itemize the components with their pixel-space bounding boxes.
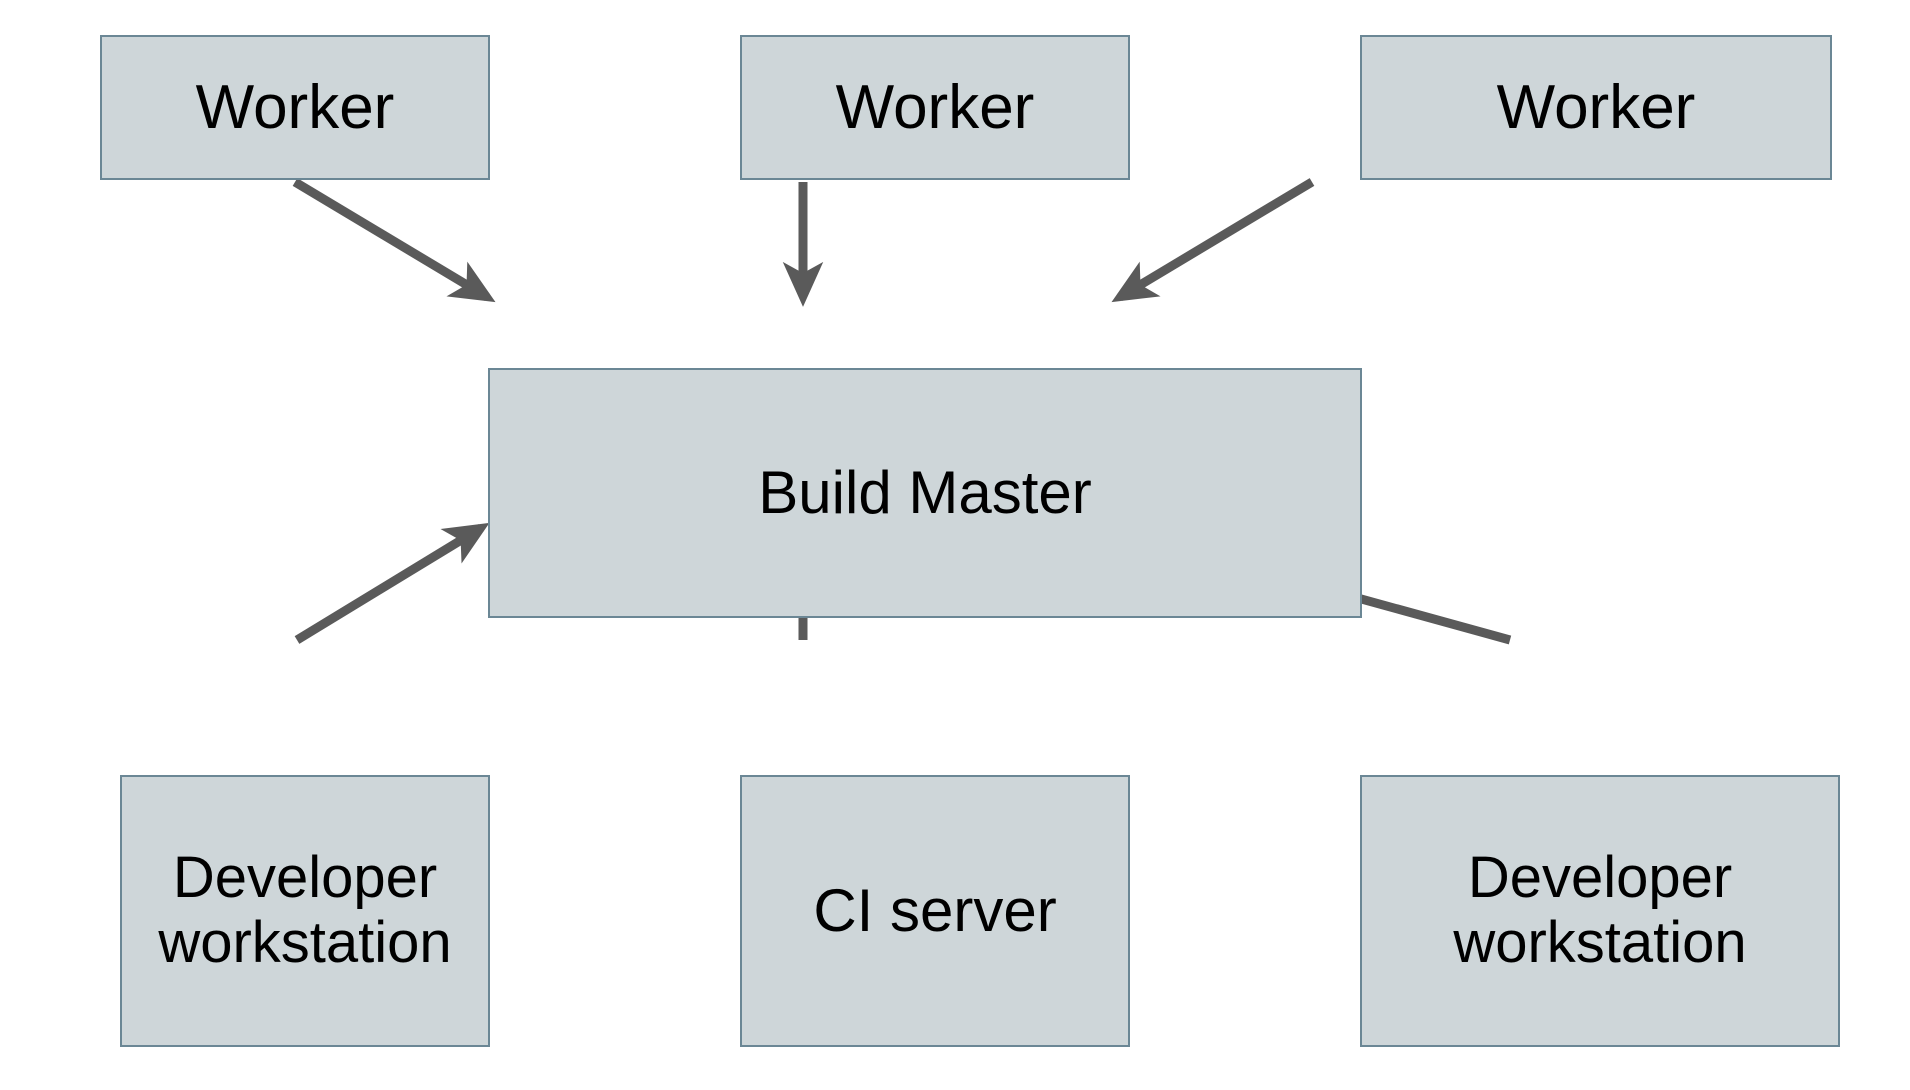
node-build-master[interactable]: Build Master: [488, 368, 1362, 618]
node-label: Worker: [835, 72, 1035, 142]
node-label: CI server: [813, 877, 1057, 945]
node-developer-workstation-right[interactable]: Developer workstation: [1360, 775, 1840, 1047]
node-label: Worker: [195, 72, 395, 142]
node-ci-server[interactable]: CI server: [740, 775, 1130, 1047]
edge-worker-right-to-master: [1111, 178, 1315, 303]
node-label: Worker: [1496, 72, 1696, 142]
node-label: Developer workstation: [1453, 845, 1747, 975]
node-label: Build Master: [758, 459, 1092, 527]
node-developer-workstation-left[interactable]: Developer workstation: [120, 775, 490, 1047]
node-worker-left[interactable]: Worker: [100, 35, 490, 180]
node-worker-center[interactable]: Worker: [740, 35, 1130, 180]
node-worker-right[interactable]: Worker: [1360, 35, 1832, 180]
edge-dev-ws-left-to-master: [294, 522, 490, 644]
edge-worker-left-to-master: [292, 178, 496, 303]
node-label: Developer workstation: [158, 845, 452, 975]
